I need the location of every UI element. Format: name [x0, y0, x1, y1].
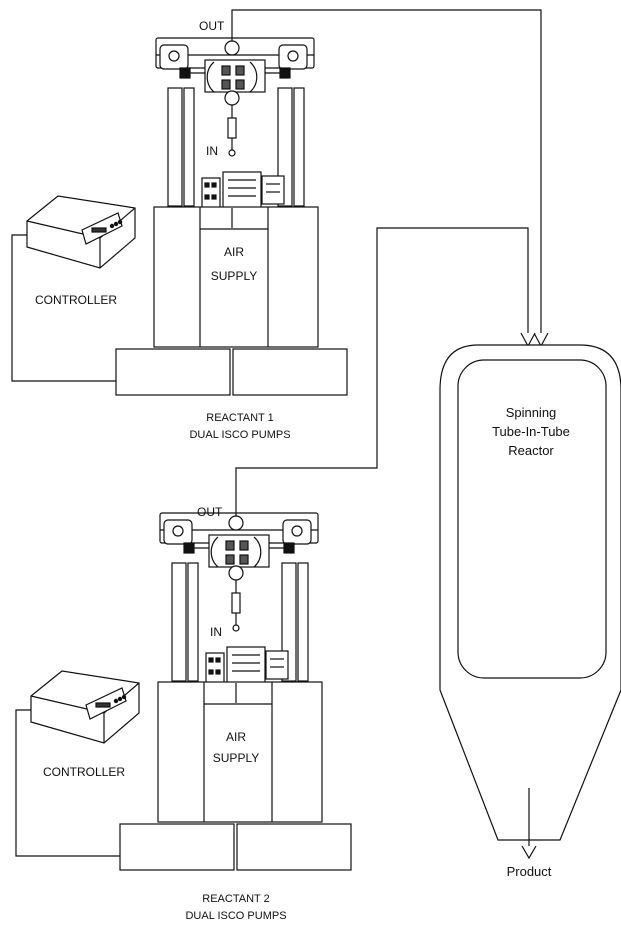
pump-2-controller-label: CONTROLLER — [43, 765, 125, 779]
pump-1-supply-label: SUPPLY — [211, 269, 257, 283]
pump-2-out-label: OUT — [197, 505, 223, 519]
pump-1-caption-subtitle: DUAL ISCO PUMPS — [189, 429, 290, 441]
pump-assembly-1 — [11, 37, 348, 396]
pump-1-caption-title: REACTANT 1 — [206, 412, 273, 424]
reactor-label-line1: Spinning — [506, 405, 557, 420]
pump-2-caption-title: REACTANT 2 — [202, 893, 269, 905]
reactor-label-line3: Reactor — [508, 443, 554, 458]
pump-2-supply-label: SUPPLY — [213, 751, 259, 765]
inlet-arrow-1 — [533, 332, 549, 348]
pump-1-air-label: AIR — [224, 245, 244, 259]
reactor-label-line2: Tube-In-Tube — [492, 424, 570, 439]
pump-assembly-2 — [15, 512, 352, 871]
reactor-vessel — [439, 344, 621, 841]
product-arrow — [521, 845, 537, 860]
product-label: Product — [507, 864, 552, 879]
pump-1-in-label: IN — [206, 144, 218, 158]
pump-2-in-label: IN — [210, 625, 222, 639]
pump-2-air-label: AIR — [226, 730, 246, 744]
outlet-line-2 — [235, 227, 529, 516]
pump-1-out-label: OUT — [199, 19, 225, 33]
pump-1-controller-label: CONTROLLER — [35, 293, 117, 307]
outlet-line-1 — [231, 9, 542, 335]
inlet-arrow-2 — [520, 332, 536, 348]
pump-2-caption-subtitle: DUAL ISCO PUMPS — [185, 910, 286, 922]
pump-1-drawing — [11, 37, 348, 396]
pump-2-drawing — [15, 512, 352, 871]
